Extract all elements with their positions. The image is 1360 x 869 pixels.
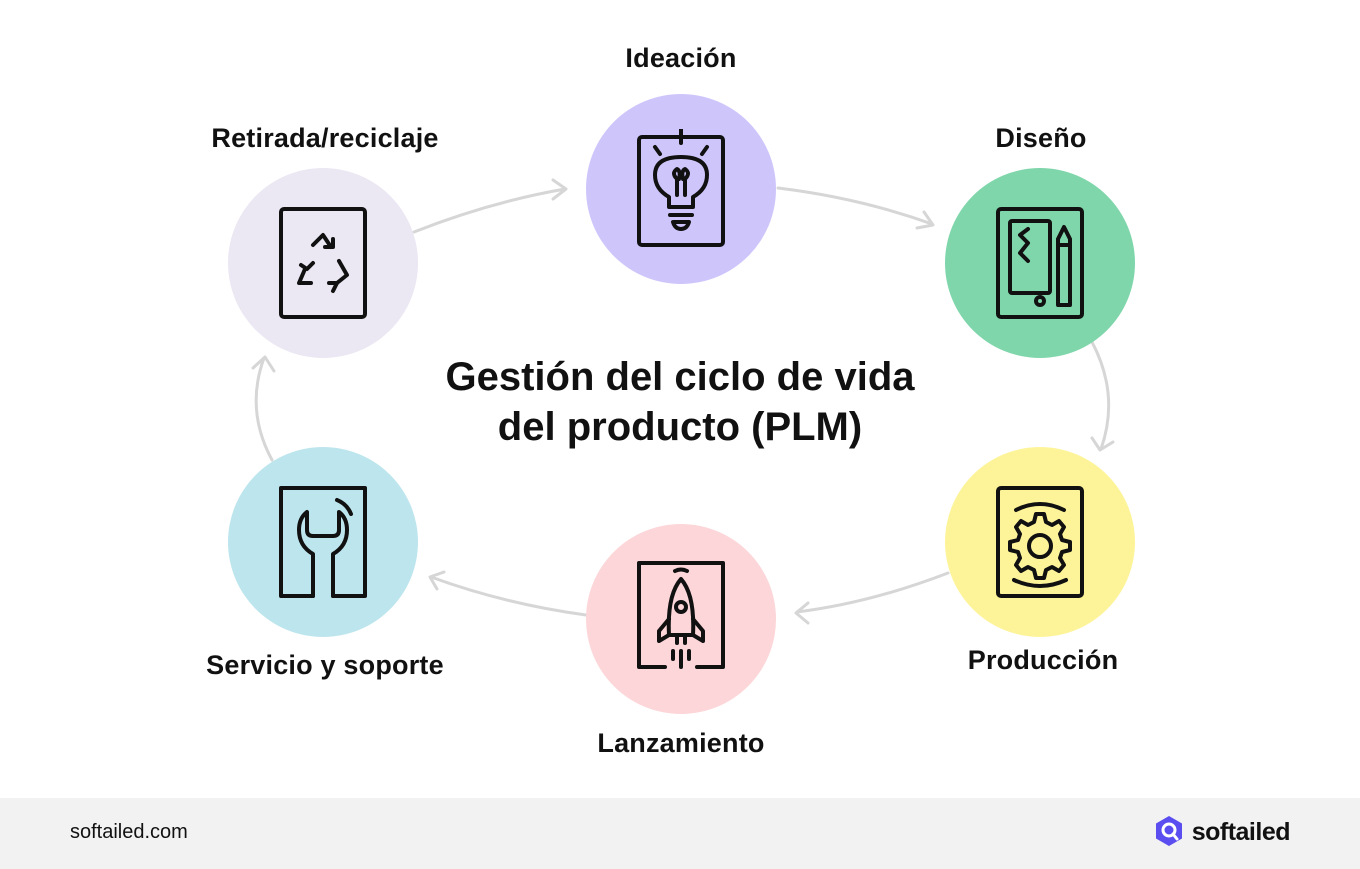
footer: softailed.com softailed	[0, 798, 1360, 869]
stage-label-diseno: Diseño	[995, 123, 1087, 153]
arrow-servicio-to-retirada	[254, 356, 274, 462]
stage-label-servicio: Servicio y soporte	[206, 650, 444, 680]
stage-label-ideacion: Ideación	[625, 43, 737, 73]
arrowhead-lanzamiento	[794, 601, 810, 625]
wrench-icon	[279, 486, 367, 598]
stage-label-lanzamiento: Lanzamiento	[597, 728, 765, 758]
recycle-icon	[279, 207, 367, 319]
arrow-diseno-to-produccion	[1090, 340, 1111, 451]
gear-icon	[996, 486, 1084, 598]
arrow-produccion-to-lanzamiento	[795, 571, 950, 614]
arrowhead-retirada	[251, 355, 276, 373]
arrow-retirada-to-ideacion	[412, 187, 567, 234]
lightbulb-icon	[637, 129, 725, 247]
arrowhead-diseno	[915, 210, 935, 230]
stage-retirada	[228, 168, 418, 358]
brand-name: softailed	[1191, 817, 1291, 846]
rocket-icon	[637, 561, 725, 669]
arrow-ideacion-to-diseno	[776, 186, 934, 226]
diagram-title: Gestión del ciclo de vida del producto (…	[370, 352, 990, 452]
softailed-logo-icon	[1155, 816, 1182, 846]
diagram-title-line1: Gestión del ciclo de vida	[445, 355, 915, 399]
arrowhead-ideacion	[551, 178, 568, 201]
stage-diseno	[945, 168, 1135, 358]
brand: softailed	[1154, 815, 1291, 849]
footer-url: softailed.com	[70, 821, 188, 843]
stage-lanzamiento	[586, 524, 776, 714]
stage-label-produccion: Producción	[967, 645, 1119, 675]
stage-servicio	[228, 447, 418, 637]
arrow-lanzamiento-to-servicio	[429, 575, 588, 617]
stage-ideacion	[586, 94, 776, 284]
cycle-arrows	[251, 178, 1115, 625]
arrowhead-servicio	[428, 570, 446, 591]
arrowhead-produccion	[1090, 436, 1115, 452]
stage-label-retirada: Retirada/reciclaje	[211, 123, 439, 153]
stage-produccion	[945, 447, 1135, 637]
tablet-pen-icon	[996, 207, 1084, 319]
diagram-title-line2: del producto (PLM)	[497, 405, 863, 449]
plm-cycle-diagram: Ideación Diseño Producción	[206, 43, 1135, 758]
